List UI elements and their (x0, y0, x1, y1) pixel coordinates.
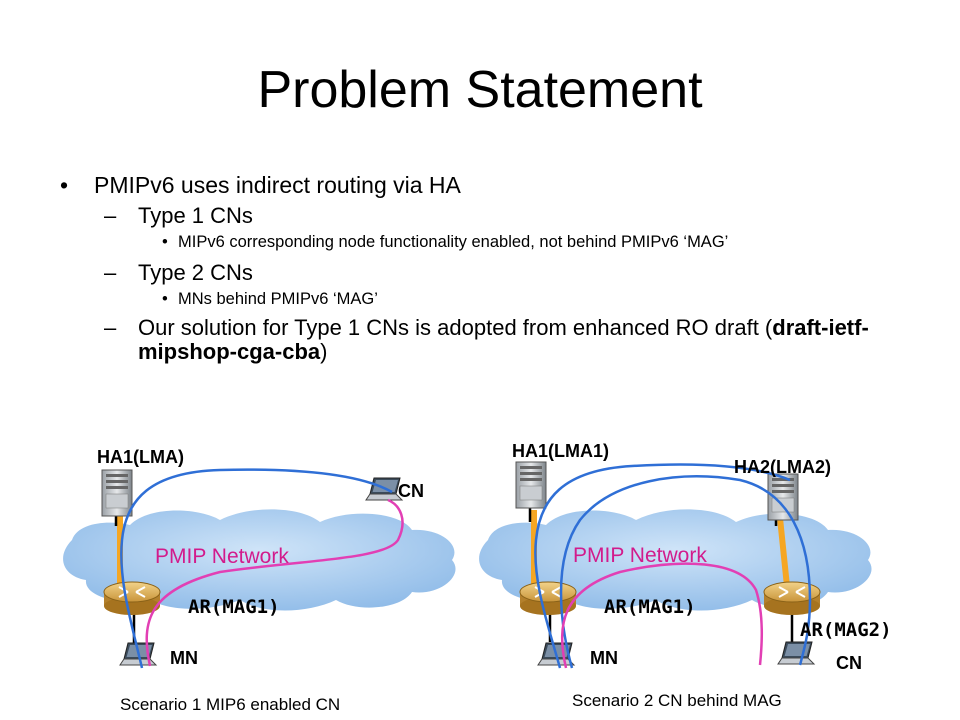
bullet-list: • PMIPv6 uses indirect routing via HA – … (60, 170, 920, 364)
ar-label: AR(MAG1) (188, 596, 280, 618)
sub-bullet-text: Our solution for Type 1 CNs is adopted f… (138, 315, 773, 340)
router-icon (103, 581, 161, 616)
ha1-label: HA1(LMA1) (512, 441, 609, 461)
sub-sub-bullet-item: • MNs behind PMIPv6 ‘MAG’ (60, 291, 920, 308)
router-icon (763, 581, 821, 616)
server-icon (515, 461, 547, 509)
network-label: PMIP Network (155, 545, 289, 568)
laptop-icon (777, 641, 815, 665)
bullet-marker: • (60, 172, 69, 198)
bullet-marker: • (162, 233, 168, 251)
dash-marker: – (104, 315, 117, 340)
ar2-label: AR(MAG2) (800, 619, 892, 641)
sub-sub-bullet-text: MIPv6 corresponding node functionality e… (178, 233, 729, 251)
bullet-marker: • (162, 290, 168, 308)
sub-bullet-text: Type 1 CNs (138, 203, 253, 228)
sub-bullet-item: – Type 1 CNs (60, 204, 920, 228)
sub-bullet-text-end: ) (320, 339, 328, 364)
sub-sub-bullet-text: MNs behind PMIPv6 ‘MAG’ (178, 290, 378, 308)
sub-sub-bullet-item: • MIPv6 corresponding node functionality… (60, 234, 920, 251)
dash-marker: – (104, 203, 117, 228)
blue-path (559, 475, 812, 669)
server-icon (101, 469, 133, 517)
ar1-label: AR(MAG1) (604, 596, 696, 618)
pink-path (145, 498, 404, 667)
cn-label: CN (398, 481, 424, 501)
scenario-caption: Scenario 1 MIP6 enabled CN (120, 695, 340, 714)
ha-label: HA1(LMA) (97, 447, 184, 467)
sub-bullet-item: – Type 2 CNs (60, 261, 920, 285)
scenario-caption: Scenario 2 CN behind MAG (572, 691, 782, 710)
blue-path (120, 468, 393, 669)
sub-bullet-text: Type 2 CNs (138, 260, 253, 285)
draft-name: draft-ietf-mipshop-cga-cba (138, 315, 869, 364)
bullet-item: • PMIPv6 uses indirect routing via HA (60, 170, 920, 200)
pmip-cloud (63, 509, 456, 611)
mn-label: MN (590, 648, 618, 668)
network-label: PMIP Network (573, 544, 707, 567)
bullet-text: PMIPv6 uses indirect routing via HA (94, 172, 461, 198)
pink-path (560, 562, 764, 669)
sub-bullet-item: – Our solution for Type 1 CNs is adopted… (60, 316, 920, 364)
scenario-1: HA1(LMA) CN PMIP Network AR(MAG1) MN Sce… (63, 447, 456, 714)
slide-title: Problem Statement (257, 61, 703, 119)
blue-path (534, 463, 791, 669)
cn-label: CN (836, 653, 862, 673)
scenario-2: HA1(LMA1) HA2(LMA2) PMIP Network AR(MAG1… (479, 441, 892, 710)
dash-marker: – (104, 260, 117, 285)
mn-label: MN (170, 648, 198, 668)
ha2-label: HA2(LMA2) (734, 457, 831, 477)
